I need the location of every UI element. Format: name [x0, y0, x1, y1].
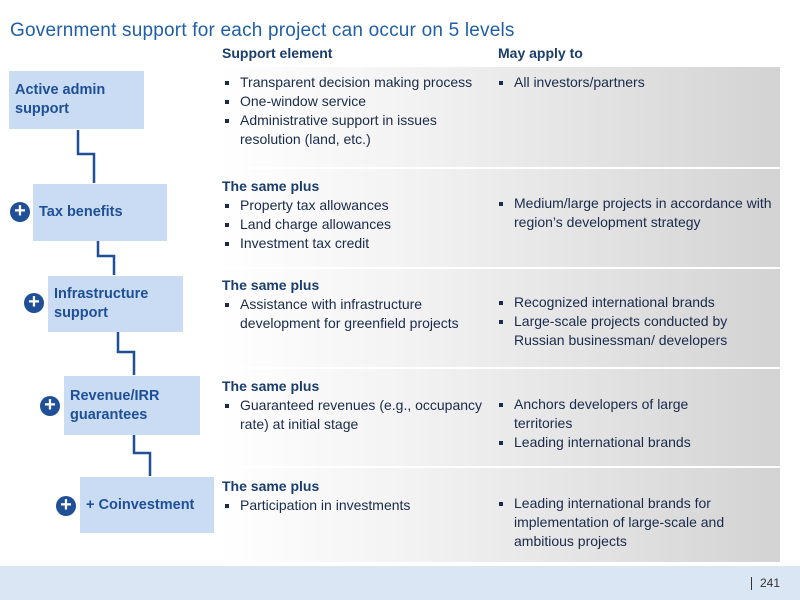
support-item: Guaranteed revenues (e.g., occupancy rat… [222, 396, 484, 434]
row-separator [218, 267, 780, 269]
level-box-infrastructure: Infrastructure support [48, 276, 183, 332]
applies-cell-4: Anchors developers of large territories … [496, 395, 746, 452]
plus-icon: + [10, 201, 30, 222]
level-box-revenue-irr: Revenue/IRR guarantees [64, 376, 200, 435]
level-box-tax-benefits: Tax benefits [33, 184, 167, 241]
page-title: Government support for each project can … [10, 20, 515, 41]
support-item: Investment tax credit [222, 234, 484, 253]
level-box-coinvestment: + Coinvestment [80, 477, 214, 533]
page-number-divider [750, 577, 752, 591]
level-label: Infrastructure support [54, 286, 149, 321]
applies-cell-1: All investors/partners [496, 73, 778, 92]
page-number-text: 241 [759, 576, 780, 590]
support-cell-3: The same plus Assistance with infrastruc… [222, 276, 494, 333]
row-band-4 [218, 369, 780, 467]
applies-cell-2: Medium/large projects in accordance with… [496, 194, 778, 232]
footer-bar [0, 566, 800, 600]
applies-item: All investors/partners [496, 73, 778, 92]
level-label: Revenue/IRR guarantees [70, 387, 160, 423]
level-label: + Coinvestment [86, 496, 195, 513]
applies-item: Anchors developers of large territories [496, 395, 746, 433]
support-item: One-window service [222, 92, 484, 111]
support-cell-5: The same plus Participation in investmen… [222, 477, 484, 515]
support-item: Land charge allowances [222, 215, 484, 234]
support-item: Administrative support in issues resolut… [222, 111, 484, 149]
level-box-active-admin: Active admin support [9, 71, 144, 129]
connector-3-4 [116, 332, 136, 375]
applies-item: Large-scale projects conducted by Russia… [496, 312, 778, 350]
connector-2-3 [96, 241, 116, 275]
support-cell-1: Transparent decision making process One-… [222, 73, 484, 149]
applies-item: Leading international brands for impleme… [496, 494, 766, 551]
plus-icon: + [40, 395, 60, 416]
support-item: Property tax allowances [222, 196, 484, 215]
plus-icon: + [56, 495, 76, 516]
applies-item: Leading international brands [496, 433, 746, 452]
support-element-header: Support element [222, 45, 333, 61]
row-band-2 [218, 169, 780, 268]
row-separator [218, 466, 780, 468]
same-plus-label: The same plus [222, 178, 320, 194]
applies-cell-3: Recognized international brands Large-sc… [496, 293, 778, 350]
applies-item: Medium/large projects in accordance with… [496, 194, 778, 232]
row-band-5 [218, 468, 780, 562]
row-separator [218, 167, 780, 169]
same-plus-label: The same plus [222, 277, 320, 293]
support-item: Participation in investments [222, 496, 484, 515]
support-item: Assistance with infrastructure developme… [222, 295, 494, 333]
support-cell-2: The same plus Property tax allowances La… [222, 177, 484, 253]
same-plus-label: The same plus [222, 378, 320, 394]
row-band-3 [218, 269, 780, 368]
applies-cell-5: Leading international brands for impleme… [496, 494, 766, 551]
level-label: Active admin support [15, 82, 106, 117]
support-item: Transparent decision making process [222, 73, 484, 92]
connector-1-2 [76, 130, 96, 183]
same-plus-label: The same plus [222, 478, 320, 494]
row-separator [218, 367, 780, 369]
may-apply-to-header: May apply to [498, 45, 583, 61]
connector-4-5 [132, 435, 152, 476]
applies-item: Recognized international brands [496, 293, 778, 312]
support-cell-4: The same plus Guaranteed revenues (e.g.,… [222, 377, 484, 434]
level-label: Tax benefits [39, 204, 123, 220]
plus-icon: + [24, 292, 44, 313]
page-number: 241 [750, 576, 780, 591]
